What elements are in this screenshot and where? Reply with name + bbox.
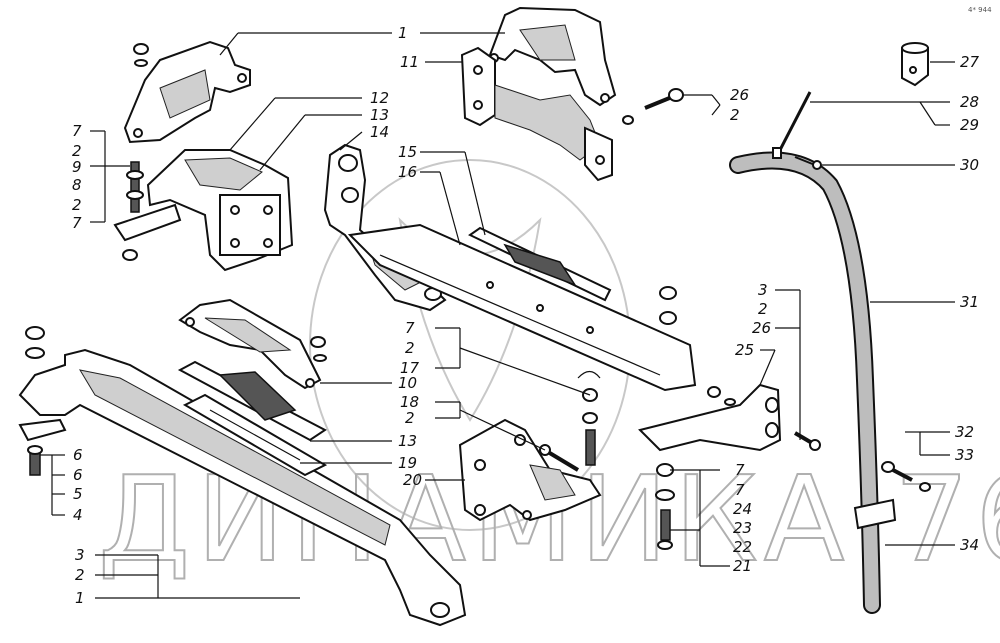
callout-c7d: 7: [735, 461, 745, 479]
callout-c34: 34: [960, 536, 979, 554]
callout-c11: 11: [400, 53, 419, 71]
part-pad-13: [177, 360, 327, 442]
callout-c2d: 2: [758, 300, 768, 318]
callout-c26b: 26: [752, 319, 771, 337]
callout-c9: 9: [72, 158, 82, 176]
leader-lines: [40, 32, 955, 599]
callout-c8: 8: [72, 176, 82, 194]
callout-c26a: 26: [730, 86, 749, 104]
callout-10: 1: [398, 24, 408, 42]
callout-c33: 33: [955, 446, 974, 464]
callout-c2e: 2: [405, 339, 415, 357]
part-nuts-right: [659, 286, 677, 325]
callout-c24: 24: [733, 500, 752, 518]
part-bolt-4-6: [27, 445, 43, 476]
callout-c20: 20: [403, 471, 422, 489]
part-bracket-10-mid: [178, 298, 327, 390]
callout-c13a: 13: [370, 106, 389, 124]
callout-c19: 19: [398, 454, 417, 472]
callout-c30: 30: [960, 156, 979, 174]
part-bracket-25: [638, 383, 782, 452]
part-knob-27: [901, 42, 929, 87]
callout-c25: 25: [735, 341, 754, 359]
callout-c7c: 7: [405, 319, 415, 337]
callout-c15: 15: [398, 143, 417, 161]
callout-c2f: 2: [405, 409, 415, 427]
callout-c14: 14: [370, 123, 389, 141]
callout-c22: 22: [733, 538, 752, 556]
callout-labels-2: 1234566729827111213141516262272829303132…: [72, 53, 980, 607]
part-nut-stack-center: [577, 370, 601, 466]
part-bracket-20: [458, 418, 602, 522]
part-rail-16: [347, 223, 697, 392]
callout-c16: 16: [398, 163, 417, 181]
callout-c3b: 3: [758, 281, 768, 299]
callout-c7b: 7: [72, 214, 82, 232]
callout-c2b: 2: [72, 196, 82, 214]
callout-c18: 18: [400, 393, 419, 411]
callout-c7a: 7: [72, 122, 82, 140]
callout-c23: 23: [733, 519, 752, 537]
part-base-long: [18, 326, 467, 627]
corner-mark: 4* 944: [968, 6, 992, 14]
callout-c7e: 7: [735, 481, 745, 499]
part-bolt-21-24: [655, 463, 675, 550]
callout-c6b: 6: [73, 466, 83, 484]
part-clamp-34: [853, 498, 897, 530]
callout-c6a: 6: [73, 446, 83, 464]
callout-c2c: 2: [730, 106, 740, 124]
part-mount-12: [113, 149, 294, 272]
part-bolt-26-top: [622, 88, 684, 125]
callout-c12: 12: [370, 89, 389, 107]
callout-c2: 2: [75, 566, 85, 584]
callout-c13b: 13: [398, 432, 417, 450]
callout-labels: 1: [398, 24, 408, 42]
part-bracket-11: [460, 46, 613, 182]
part-scale-19: [182, 393, 328, 477]
callout-c27: 27: [960, 53, 980, 71]
callout-c32: 32: [955, 423, 974, 441]
part-pad-15: [468, 226, 612, 302]
callout-c4: 4: [73, 506, 83, 524]
part-bolt-26-right: [793, 431, 821, 451]
part-bracket-top-left: [123, 40, 251, 144]
part-bolt-32: [881, 461, 931, 492]
callout-c2a: 2: [72, 142, 82, 160]
part-pin-30: [794, 156, 822, 170]
callout-c29: 29: [960, 116, 979, 134]
callout-c21: 21: [733, 557, 752, 575]
callout-c17: 17: [400, 359, 420, 377]
part-rod-28: [772, 91, 812, 159]
callout-c1: 1: [75, 589, 85, 607]
callout-c5: 5: [73, 485, 83, 503]
callout-c3: 3: [75, 546, 85, 564]
callout-c10b: 10: [398, 374, 417, 392]
callout-c31: 31: [960, 293, 979, 311]
callout-c28: 28: [960, 93, 979, 111]
part-bracket-10-top: [488, 6, 617, 107]
